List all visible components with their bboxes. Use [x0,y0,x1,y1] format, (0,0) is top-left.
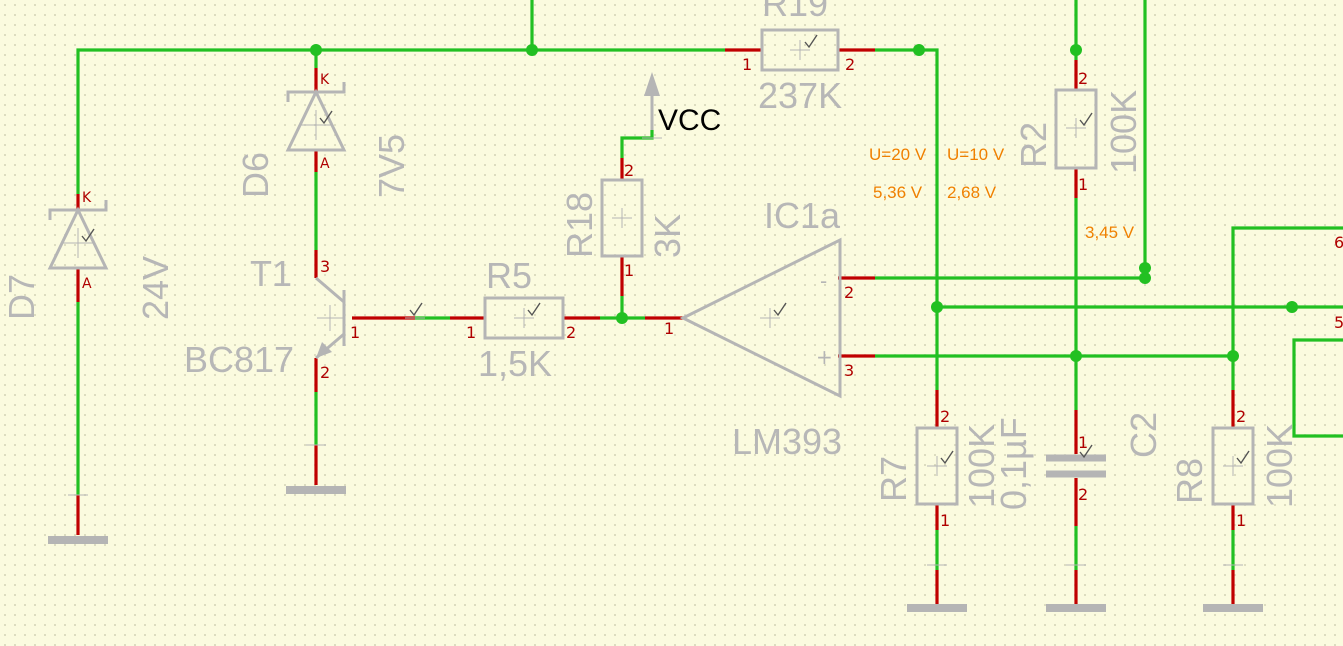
annot-u10: U=10 V [947,145,1005,164]
r18-value: 3K [647,214,688,258]
checkmark-icon [1236,450,1250,465]
checkmark-icon [804,34,818,49]
r2-value: 100K [1103,90,1144,174]
r5-pin1: 1 [466,323,476,342]
wire-markers [68,137,1243,566]
voltage-annotations: U=20 V U=10 V 5,36 V 2,68 V 3,45 V [869,145,1135,242]
d6-ref: D6 [235,152,276,198]
r19-pin2: 2 [845,55,855,74]
capacitor-c2[interactable]: 0,1µF C2 1 2 [993,412,1164,510]
ic1a-pin1: 1 [664,319,674,338]
c2-ref: C2 [1123,412,1164,458]
d7-k: K [82,190,92,206]
t1-ref: T1 [250,253,292,294]
r7-value: 100K [961,424,1002,508]
ic1b-pin6: 6 [1334,233,1343,252]
checkmark-icon [1079,444,1093,459]
checkmark-icon [409,302,423,317]
r7-pin2: 2 [940,407,950,426]
r2-pin2: 2 [1078,69,1088,88]
r19-pin1: 1 [742,55,752,74]
r2-pin1: 1 [1078,175,1088,194]
r5-pin2: 2 [566,323,576,342]
vcc-net[interactable]: VCC [644,72,721,137]
t1-pin3: 3 [320,257,330,276]
checkmark-icon [527,302,541,317]
d7-a: A [82,276,92,292]
d6-value: 7V5 [371,134,412,198]
ic1a-pin3: 3 [844,361,854,380]
d6-a: A [320,156,330,172]
ic1b-pin5: 5 [1334,313,1343,332]
checkmark-icon [940,450,954,465]
r8-ref: R8 [1169,458,1210,504]
vcc-arrow-icon [644,72,660,96]
r7-ref: R7 [873,456,914,502]
c2-pin2: 2 [1078,485,1088,504]
checkmark-icon [319,110,333,125]
ic1a-ref: IC1a [764,195,841,236]
r19-ref: R19 [762,0,828,24]
resistor-r5[interactable]: R5 1,5K 1 2 [466,255,576,384]
annot-345: 3,45 V [1085,223,1135,242]
junction-dot-icon [310,44,1298,362]
d7-value: 24V [135,256,176,320]
wires [76,0,1343,570]
t1-pin1: 1 [350,323,360,342]
ic1a-value: LM393 [732,421,842,462]
comparator-ic1a[interactable]: IC1a LM393 - + 1 2 3 5 6 [664,195,1343,462]
c2-pin1: 1 [1078,433,1088,452]
transistor-t1[interactable]: T1 BC817 1 2 3 [184,253,360,382]
r5-value: 1,5K [478,343,552,384]
annot-u20: U=20 V [869,145,927,164]
ground-icon [48,486,1263,612]
r5-ref: R5 [486,255,532,296]
annot-536: 5,36 V [873,183,923,202]
resistor-r18[interactable]: R18 3K 2 1 [559,161,688,280]
r8-pin2: 2 [1236,407,1246,426]
vcc-label: VCC [658,104,721,137]
ic1a-inv-sign: - [820,269,827,293]
pin-leads [76,48,1235,606]
t1-pin2: 2 [320,363,330,382]
annot-268: 2,68 V [947,183,997,202]
r18-pin1: 1 [624,261,634,280]
ic1a-pin2: 2 [844,283,854,302]
r19-value: 237K [758,75,842,116]
c2-value: 0,1µF [993,417,1034,510]
checkmark-icon [1079,112,1093,127]
resistor-r7[interactable]: R7 100K 2 1 [873,407,1002,530]
zener-d6[interactable]: K A D6 7V5 [235,72,412,198]
r8-pin1: 1 [1236,511,1246,530]
zener-d7[interactable]: K A D7 24V [1,190,176,320]
r7-pin1: 1 [940,511,950,530]
d6-k: K [320,72,330,88]
r18-pin2: 2 [624,161,634,180]
r18-ref: R18 [559,192,600,258]
r8-value: 100K [1259,424,1300,508]
ic1a-noninv-sign: + [816,345,833,369]
t1-value: BC817 [184,339,294,380]
resistor-r19[interactable]: R19 237K 1 2 [742,0,855,116]
resistor-r2[interactable]: R2 100K 2 1 [1013,69,1144,194]
checkmark-icon [773,302,787,317]
checkmark-icon [81,228,95,243]
d7-ref: D7 [1,274,42,320]
r2-ref: R2 [1013,122,1054,168]
resistor-r8[interactable]: R8 100K 2 1 [1169,407,1300,530]
